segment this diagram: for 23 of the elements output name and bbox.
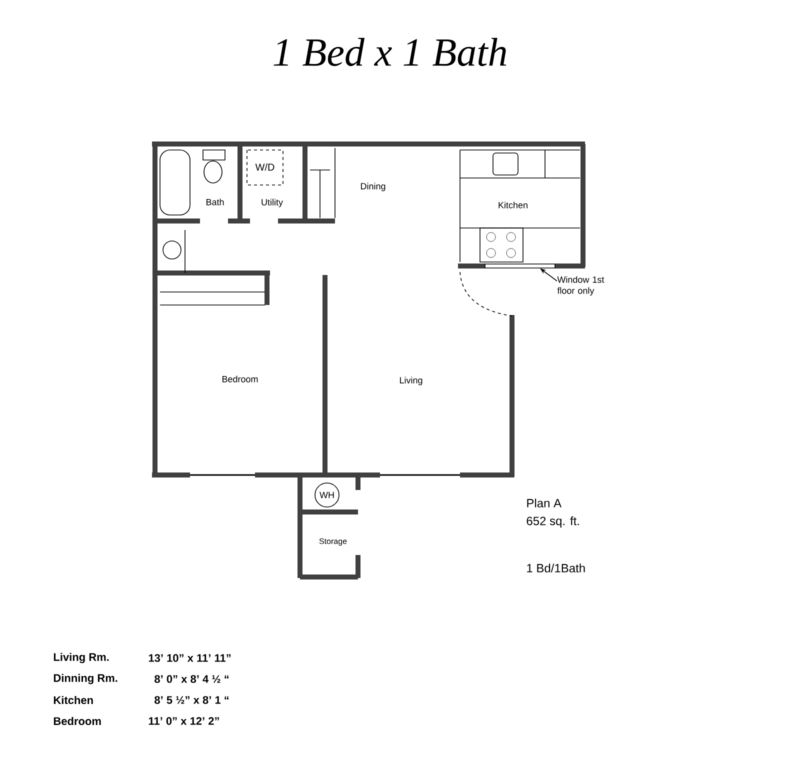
table-cell: Dinning Rm. [52,672,119,686]
table-cell: 8’ 0” x 8’ 4 ½ “ [153,674,230,684]
area-text: 652 sq. ft. [525,515,582,529]
callout-text: Window 1st floor only [557,276,604,296]
table-cell: 8’ 5 ½” x 8’ 1 “ [153,695,230,705]
plan-type: 1 Bd/1Bath [525,562,587,574]
window [484,264,556,268]
room-label: Kitchen [497,200,530,210]
room-label: Dining [359,182,387,192]
table-cell: 11’ 0” x 12’ 2” [147,716,221,726]
room-label: Storage [318,537,348,547]
table-cell: Living Rm. [52,652,110,664]
room-label: Living [398,376,424,386]
table-cell: Bedroom [52,716,102,726]
table-cell: 13’ 10” x 11’ 11” [147,653,232,663]
appliance-label: W/D [254,162,276,172]
title: 1 Bed x 1 Bath [274,38,506,66]
room-label: Bedroom [220,374,260,384]
plan-name: Plan A [525,498,563,508]
room-label: Utility [260,198,284,208]
table-cell: Kitchen [52,694,95,706]
room-label: Bath [204,198,226,206]
appliance-label: WH [318,490,336,500]
